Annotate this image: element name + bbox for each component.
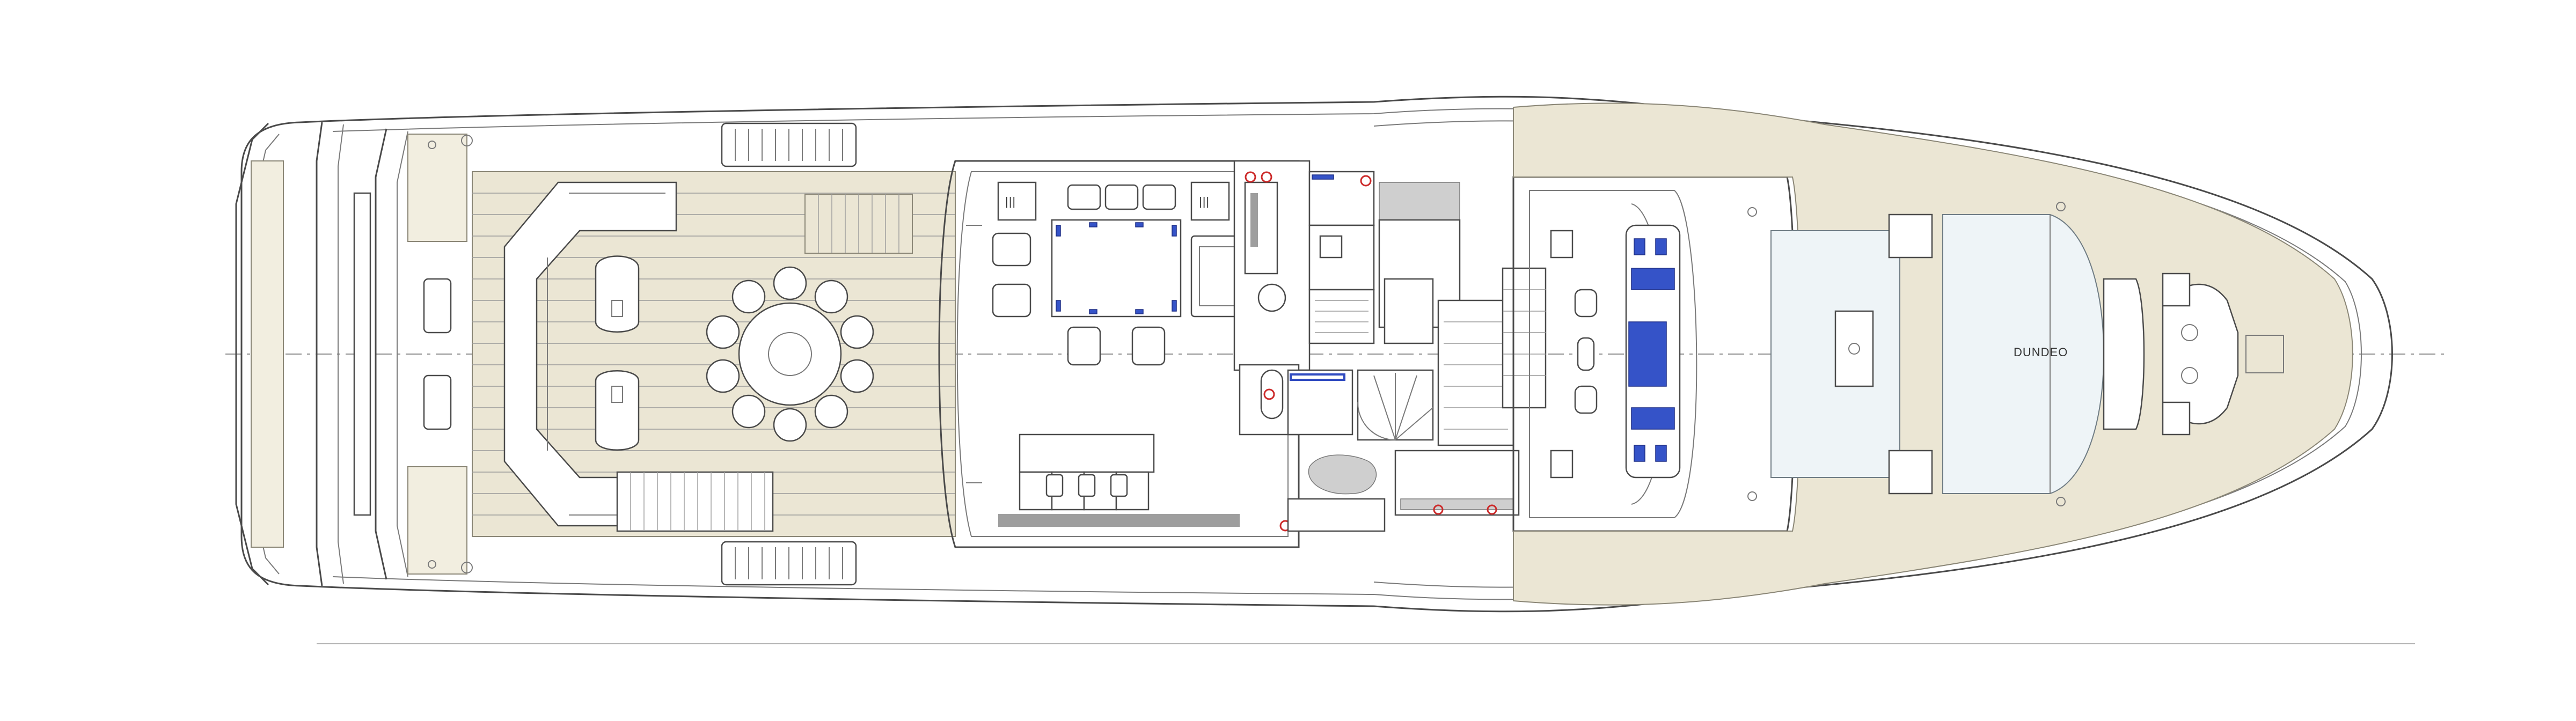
saloon: ||| |||: [938, 160, 1300, 548]
bow-hatch: [2245, 335, 2284, 373]
wheelhouse: [1512, 176, 1796, 532]
foredeck: DUNDEO: [1513, 102, 2353, 606]
fire-extinguisher-icon: [1263, 388, 1275, 400]
helm-chair: [1574, 289, 1598, 318]
aft-u-sofa: [503, 181, 677, 527]
aft-stair: [616, 471, 774, 532]
galley-core: [1233, 160, 1547, 532]
coffee-table: [595, 370, 640, 451]
galley-counter: [1379, 182, 1460, 220]
bollard: [461, 135, 473, 146]
svg-text:|||: |||: [1005, 195, 1016, 208]
fire-extinguisher-icon: [1433, 504, 1444, 515]
side-lockers: [721, 122, 857, 586]
stern-structure: [235, 122, 473, 586]
stern-locker: [423, 374, 452, 430]
saloon-glazing: [998, 514, 1240, 527]
aft-walkway-stbd: [407, 466, 467, 575]
transom-bench: [353, 192, 371, 516]
coffee-table: [595, 255, 640, 333]
stern-locker: [423, 278, 452, 334]
helm-chair: [1574, 385, 1598, 414]
foredeck-marking: DUNDEO: [2014, 345, 2068, 359]
aft-deck: [472, 171, 956, 537]
fire-extinguisher-icon: [1245, 171, 1256, 183]
saloon-sofa-back: [1019, 433, 1155, 473]
bollard: [428, 560, 436, 569]
fire-extinguisher-icon: [1487, 504, 1497, 515]
bollard: [428, 141, 436, 149]
foredeck-table: [1834, 310, 1874, 387]
helm-display: [1628, 321, 1667, 387]
swim-platform: [251, 160, 284, 548]
bollard: [461, 562, 473, 573]
aft-walkway-port: [407, 134, 467, 242]
rug: [1308, 454, 1377, 495]
fire-extinguisher-icon: [1261, 171, 1272, 183]
aft-dining-table: [706, 266, 874, 442]
saloon-dining-table: [1051, 219, 1182, 318]
svg-text:|||: |||: [1199, 195, 1210, 208]
fire-extinguisher-icon: [1360, 175, 1372, 187]
